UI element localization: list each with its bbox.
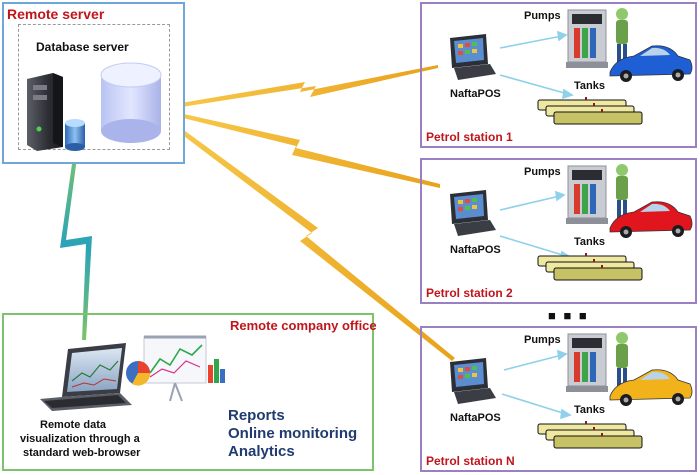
car-icon: [609, 201, 693, 238]
laptop-caption-line-1: Remote data: [40, 419, 107, 431]
pos-label: NaftaPOS: [450, 412, 501, 424]
fuel-pump-icon: [566, 8, 628, 68]
station-box-2: [420, 158, 697, 304]
station-title: Petrol station 1: [426, 130, 513, 144]
remote-server-title: Remote server: [7, 6, 105, 22]
station-content-3: Pumps NaftaPOS Tanks Petrol station N: [420, 326, 697, 472]
server-tower-icon: [27, 62, 162, 151]
car-icon: [609, 369, 693, 406]
laptop-icon: [40, 343, 132, 411]
lightning-bolt-station-1: [175, 65, 438, 108]
database-server-frame: Database server: [18, 24, 170, 151]
car-icon: [609, 45, 693, 82]
station-content-1: Pumps NaftaPOS Tanks Petrol station 1: [420, 2, 697, 148]
tanks-label: Tanks: [574, 80, 605, 92]
pos-terminal-icon: [450, 358, 496, 404]
fuel-pump-icon: [566, 332, 628, 392]
station-title: Petrol station N: [426, 454, 515, 468]
lightning-bolt-station-n: [168, 120, 455, 361]
feature-analytics: Analytics: [228, 443, 295, 460]
station-box-1: [420, 2, 697, 148]
pos-terminal-icon: [450, 190, 496, 236]
laptop-caption-line-3: standard web-browser: [23, 447, 141, 459]
pos-label: NaftaPOS: [450, 88, 501, 100]
pos-terminal-icon: [450, 34, 496, 80]
fuel-tanks-icon: [537, 421, 643, 449]
lightning-bolt-station-2: [175, 112, 440, 188]
tanks-label: Tanks: [574, 236, 605, 248]
remote-server-box: Remote server Database server: [2, 2, 185, 164]
fuel-tanks-icon: [537, 253, 643, 281]
station-title: Petrol station 2: [426, 286, 513, 300]
laptop-caption-line-2: visualization through a: [20, 433, 140, 445]
tanks-label: Tanks: [574, 404, 605, 416]
feature-reports: Reports: [228, 407, 285, 424]
lightning-bolt-office: [60, 150, 92, 340]
station-ellipsis: ■ ■ ■: [548, 308, 589, 323]
pumps-label: Pumps: [524, 334, 561, 346]
feature-online-monitoring: Online monitoring: [228, 425, 358, 442]
station-content-2: Pumps NaftaPOS Tanks Petrol station 2: [420, 158, 697, 304]
database-server-label: Database server: [36, 40, 129, 54]
presentation-chart-icon: [126, 335, 225, 402]
pumps-label: Pumps: [524, 10, 561, 22]
office-title: Remote company office: [230, 318, 377, 333]
office-box: Remote company office Remote data visual…: [2, 313, 377, 471]
fuel-tanks-icon: [537, 97, 643, 125]
station-box-n: [420, 326, 697, 472]
pumps-label: Pumps: [524, 166, 561, 178]
fuel-pump-icon: [566, 164, 628, 224]
pos-label: NaftaPOS: [450, 244, 501, 256]
